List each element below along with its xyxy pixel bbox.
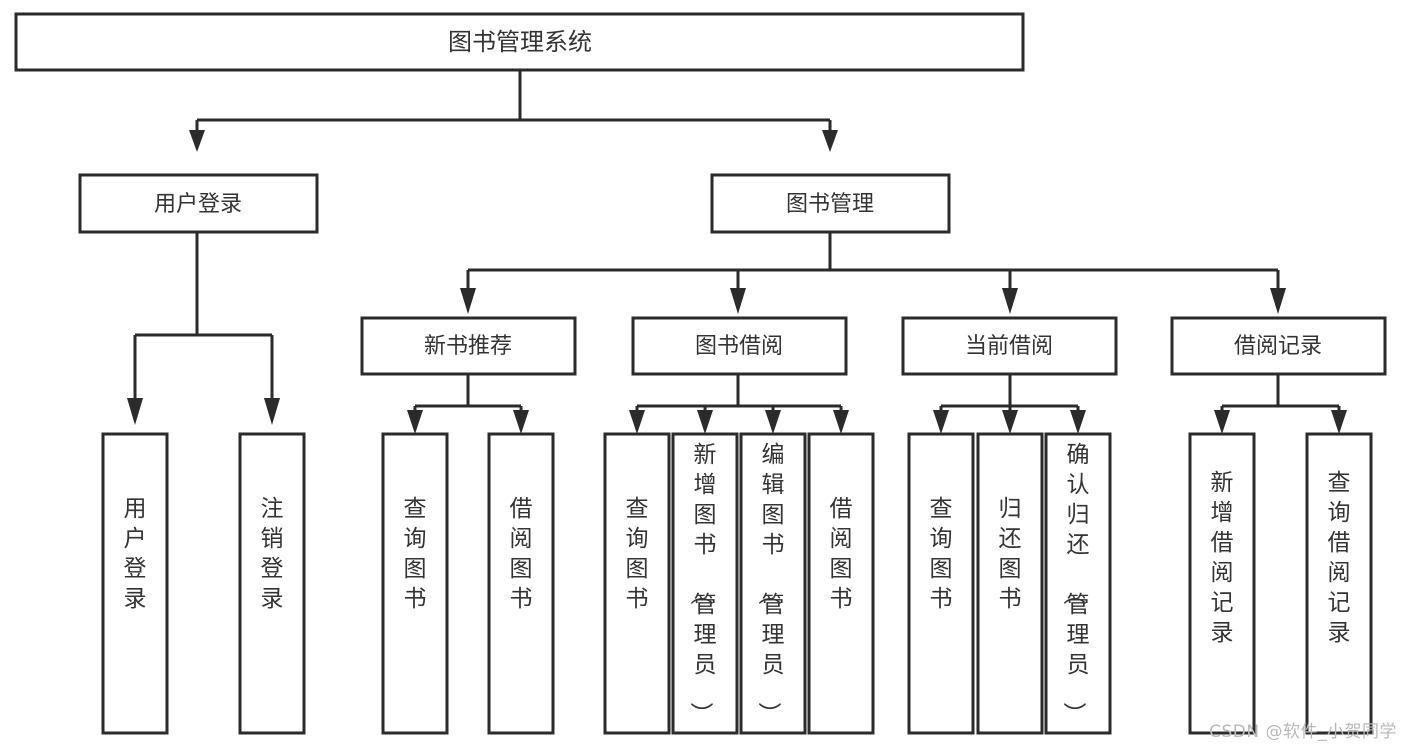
leaf-bb-edit-box <box>739 432 807 735</box>
leaf-br-query-box <box>1305 432 1373 735</box>
leaf-cb-return-label: 归还图书 <box>999 496 1022 612</box>
leaf-user-login-box <box>101 432 169 735</box>
leaf-cb-query-label: 查询图书 <box>930 496 953 612</box>
leaf-nb-borrow-label: 借阅图书 <box>510 496 533 612</box>
node-new-book-recommend[interactable]: 新书推荐 <box>360 316 577 376</box>
leaf-bb-borrow-label: 借阅图书 <box>830 496 853 612</box>
arrow-head-currentborrow-leaf2 <box>1002 410 1018 434</box>
leaf-nb-query-label: 查询图书 <box>404 496 427 612</box>
leaf-node[interactable]: 用户登录 <box>101 432 169 735</box>
node-root-system[interactable]: 图书管理系统 <box>14 12 1025 72</box>
arrow-head-newbook-leaf2 <box>513 410 529 434</box>
node-book-management-box <box>710 173 951 234</box>
leaf-bb-add-label: 新增图书（管理员） <box>688 442 717 725</box>
arrow-head-borrowrecord-leaf2 <box>1331 410 1347 434</box>
connector-group-newbook <box>407 374 529 434</box>
node-book-borrow-label: 图书借阅 <box>695 334 783 359</box>
node-book-borrow[interactable]: 图书借阅 <box>631 316 848 376</box>
node-current-borrow-label: 当前借阅 <box>965 334 1053 359</box>
arrow-head-bookborrow-leaf1 <box>629 410 645 434</box>
leaf-bb-add-box <box>671 432 739 735</box>
leaf-bb-query-box <box>603 432 671 735</box>
leaf-user-login-label: 用户登录 <box>124 496 147 612</box>
leaf-cb-query-box <box>907 432 975 735</box>
arrow-head-bookborrow-leaf3 <box>765 410 781 434</box>
arrow-head-current <box>1002 288 1018 314</box>
leaf-node[interactable]: 注销登录 <box>238 432 306 735</box>
leaf-node[interactable]: 查询借阅记录 <box>1305 432 1373 735</box>
arrow-head-newbook <box>460 288 476 314</box>
leaf-node[interactable]: 查询图书 <box>907 432 975 735</box>
leaf-node[interactable]: 新增图书（管理员） <box>671 432 739 735</box>
leaf-cb-return-box <box>976 432 1044 735</box>
connector-group-bookmgmt <box>460 232 1286 314</box>
node-user-login[interactable]: 用户登录 <box>78 173 319 234</box>
arrow-head-borrow <box>730 288 746 314</box>
arrow-head-currentborrow-leaf1 <box>933 410 949 434</box>
leaf-node[interactable]: 编辑图书（管理员） <box>739 432 807 735</box>
node-borrow-record[interactable]: 借阅记录 <box>1170 316 1387 376</box>
node-book-borrow-box <box>631 316 848 376</box>
csdn-watermark: CSDN @软件_小贺同学 <box>1209 722 1397 742</box>
arrow-head-record <box>1270 288 1286 314</box>
leaf-br-query-label: 查询借阅记录 <box>1328 470 1351 646</box>
node-current-borrow-box <box>901 316 1118 376</box>
leaf-node[interactable]: 新增借阅记录 <box>1188 432 1256 735</box>
arrow-head-bookborrow-leaf2 <box>697 410 713 434</box>
arrow-head-borrowrecord-leaf1 <box>1214 410 1230 434</box>
leaf-nb-query-box <box>381 432 449 735</box>
node-root-box <box>14 12 1025 72</box>
arrow-head-leaf-user-login <box>127 398 143 425</box>
leaf-logout-box <box>238 432 306 735</box>
node-new-book-recommend-label: 新书推荐 <box>424 334 512 359</box>
leaf-node[interactable]: 确认归还（管理员） <box>1044 432 1112 735</box>
leaf-cb-confirm-label: 确认归还（管理员） <box>1061 442 1090 725</box>
leaf-nb-borrow-box <box>487 432 555 735</box>
arrow-head-leaf-logout <box>264 398 280 425</box>
connector-group-root <box>189 70 838 152</box>
node-user-login-label: 用户登录 <box>154 192 242 217</box>
leaf-logout-label: 注销登录 <box>261 496 284 612</box>
arrow-head-bookmgmt <box>822 130 838 152</box>
node-borrow-record-label: 借阅记录 <box>1234 334 1322 359</box>
node-borrow-record-box <box>1170 316 1387 376</box>
arrow-head-userlogin <box>189 130 205 152</box>
arrow-head-bookborrow-leaf4 <box>833 410 849 434</box>
node-root-label: 图书管理系统 <box>448 28 592 56</box>
connector-group-borrowrecord <box>1214 374 1347 434</box>
node-new-book-recommend-box <box>360 316 577 376</box>
arrow-head-newbook-leaf1 <box>407 410 423 434</box>
leaf-bb-edit-label: 编辑图书（管理员） <box>756 442 785 725</box>
leaf-bb-query-label: 查询图书 <box>626 496 649 612</box>
arrow-head-currentborrow-leaf3 <box>1070 410 1086 434</box>
leaf-node[interactable]: 归还图书 <box>976 432 1044 735</box>
connector-group-bookborrow <box>629 374 849 434</box>
connector-group-currentborrow <box>933 374 1086 434</box>
leaf-node[interactable]: 借阅图书 <box>487 432 555 735</box>
leaf-node[interactable]: 借阅图书 <box>807 432 875 735</box>
node-book-management-label: 图书管理 <box>786 192 874 217</box>
node-user-login-box <box>78 173 319 234</box>
leaf-node[interactable]: 查询图书 <box>603 432 671 735</box>
leaf-node[interactable]: 查询图书 <box>381 432 449 735</box>
leaf-br-add-label: 新增借阅记录 <box>1211 470 1234 646</box>
leaf-br-add-box <box>1188 432 1256 735</box>
node-current-borrow[interactable]: 当前借阅 <box>901 316 1118 376</box>
leaf-cb-confirm-box <box>1044 432 1112 735</box>
connector-group-userlogin <box>127 232 280 425</box>
leaf-bb-borrow-box <box>807 432 875 735</box>
node-book-management[interactable]: 图书管理 <box>710 173 951 234</box>
